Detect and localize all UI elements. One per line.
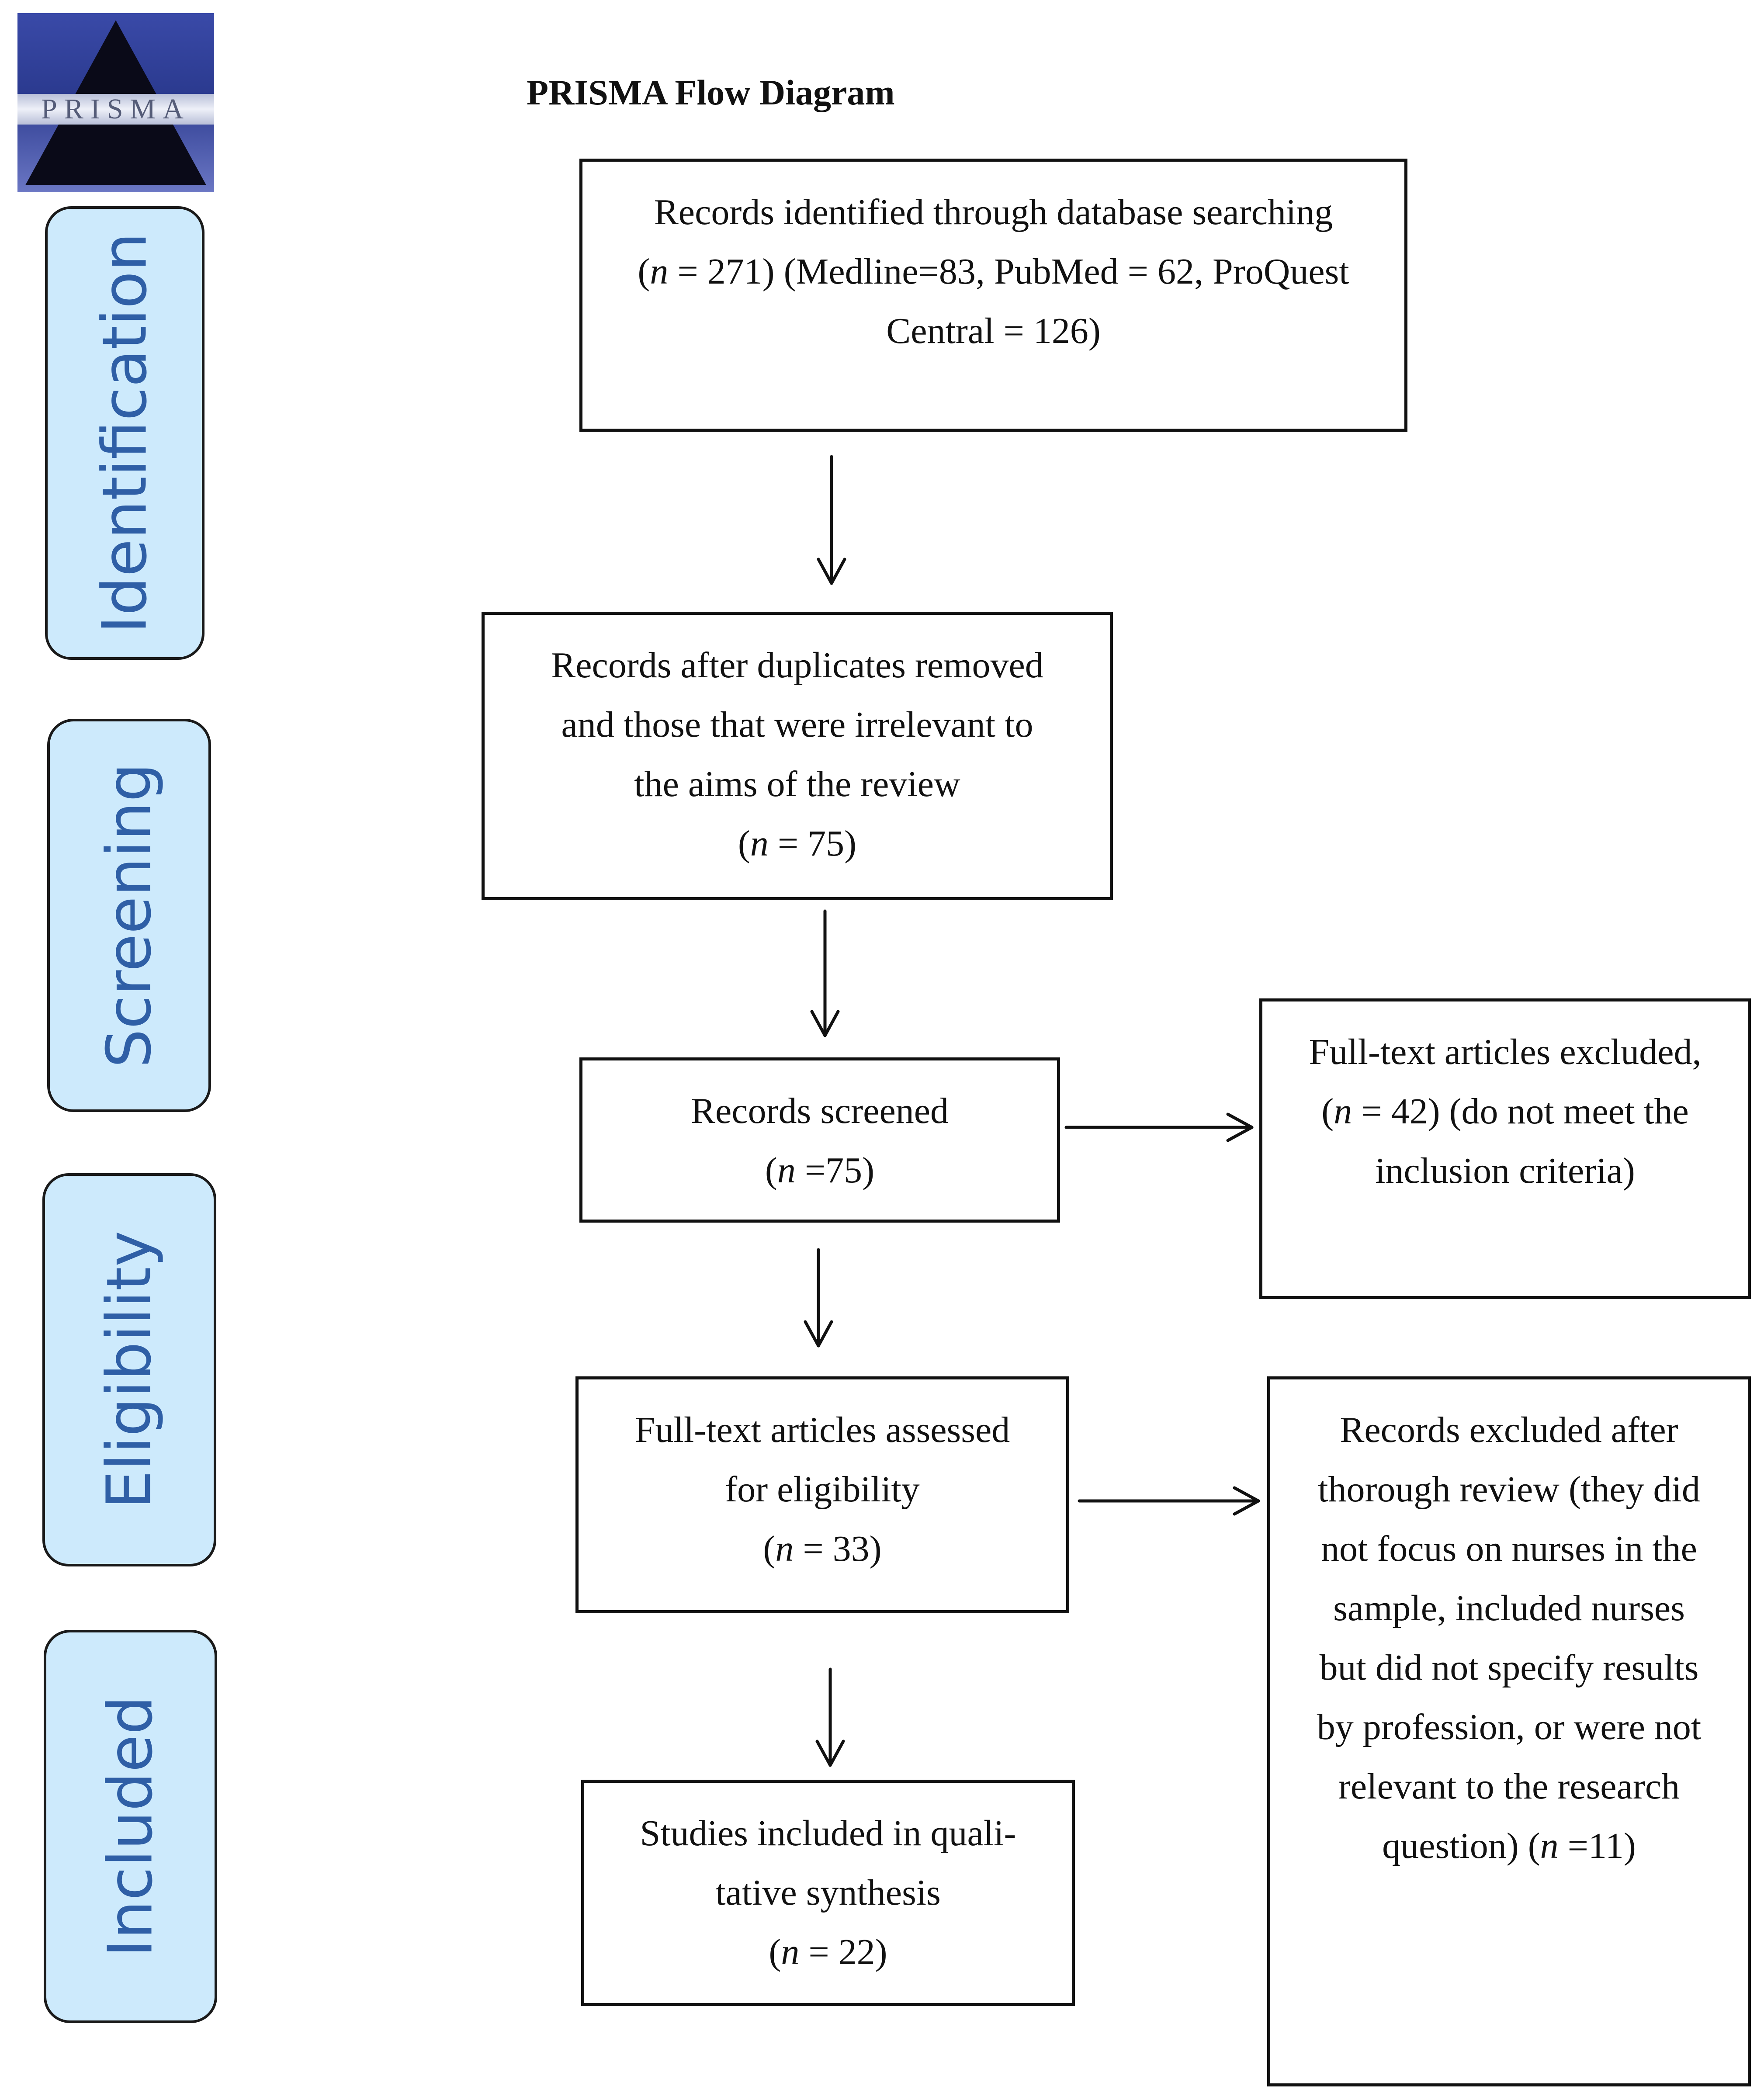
box-line: for eligibility xyxy=(725,1469,920,1510)
box-after-duplicates: Records after duplicates removed and tho… xyxy=(482,612,1113,900)
arrow-right-1 xyxy=(1064,1112,1254,1142)
box-line: Records excluded after xyxy=(1340,1410,1678,1450)
box-line: Records identified through database sear… xyxy=(654,192,1333,232)
box-line: tative synthesis xyxy=(715,1872,941,1913)
arrow-down-4 xyxy=(815,1667,845,1767)
n-symbol: n xyxy=(781,1932,800,1972)
arrow-down-1 xyxy=(817,455,846,585)
box-line: Records screened xyxy=(690,1091,949,1131)
arrow-down-3 xyxy=(804,1248,833,1348)
phase-identification: Identification xyxy=(45,206,204,660)
box-line: the aims of the review xyxy=(634,764,960,804)
box-line: relevant to the research xyxy=(1338,1766,1680,1807)
box-fulltext-assessed: Full-text articles assessed for eligibil… xyxy=(575,1376,1069,1613)
box-line: Full-text articles assessed xyxy=(634,1410,1010,1450)
logo-band: PRISMA xyxy=(17,93,214,125)
n-symbol: n xyxy=(750,823,769,864)
box-line: inclusion criteria) xyxy=(1375,1150,1635,1191)
box-line: but did not specify results xyxy=(1319,1647,1699,1688)
box-line: not focus on nurses in the xyxy=(1321,1528,1697,1569)
box-fulltext-excluded: Full-text articles excluded, (n = 42) (d… xyxy=(1259,998,1751,1299)
n-symbol: n xyxy=(777,1150,796,1191)
n-symbol: n xyxy=(775,1528,794,1569)
phase-screening: Screening xyxy=(47,719,211,1112)
box-line: Central = 126) xyxy=(886,311,1101,351)
box-line: Records after duplicates removed xyxy=(551,645,1043,686)
box-line: Full-text articles excluded, xyxy=(1309,1032,1702,1072)
box-records-excluded-review: Records excluded after thorough review (… xyxy=(1267,1376,1751,2086)
phase-eligibility: Eligibility xyxy=(42,1173,216,1566)
phase-included: Included xyxy=(44,1630,217,2023)
box-line: Studies included in quali- xyxy=(640,1813,1016,1854)
prisma-logo: PRISMA xyxy=(17,13,214,192)
box-records-screened: Records screened (n =75) xyxy=(579,1057,1060,1223)
arrow-down-2 xyxy=(810,909,840,1037)
box-line: sample, included nurses xyxy=(1333,1588,1685,1629)
arrow-right-2 xyxy=(1078,1486,1260,1516)
box-line: by profession, or were not xyxy=(1317,1707,1702,1747)
box-line: and those that were irrelevant to xyxy=(561,704,1033,745)
box-records-identified: Records identified through database sear… xyxy=(579,159,1407,432)
n-symbol: n xyxy=(1334,1091,1352,1132)
n-symbol: n xyxy=(650,251,669,292)
n-symbol: n xyxy=(1540,1826,1559,1866)
box-line: thorough review (they did xyxy=(1318,1469,1700,1510)
box-studies-included: Studies included in quali- tative synthe… xyxy=(581,1780,1075,2006)
logo-text: PRISMA xyxy=(41,93,191,125)
diagram-title: PRISMA Flow Diagram xyxy=(527,73,895,112)
